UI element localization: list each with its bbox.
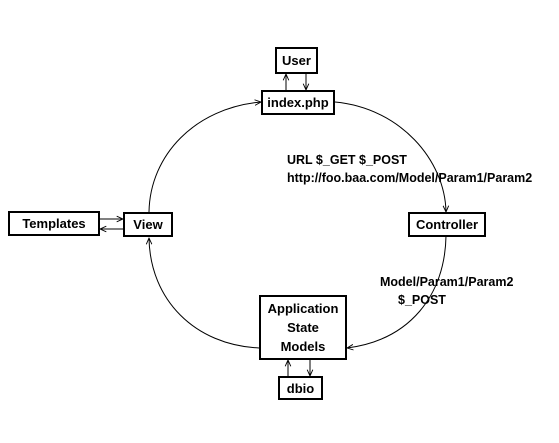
- view-node-label: View: [133, 217, 163, 232]
- application-node-line-1: Application: [267, 301, 339, 316]
- controller-node: Controller: [408, 212, 486, 237]
- edge-label-url-line-2: http://foo.baa.com/Model/Param1/Param2: [287, 171, 533, 185]
- application-node-line-3: Models: [280, 339, 326, 354]
- arc-controller-to-application: [347, 235, 447, 348]
- dbio-node: dbio: [278, 376, 323, 400]
- templates-node-label: Templates: [22, 216, 86, 231]
- application-node-line-2: State: [287, 320, 319, 335]
- user-node-label: User: [282, 53, 311, 68]
- arc-application-to-view: [149, 238, 260, 349]
- dbio-node-label: dbio: [286, 380, 315, 396]
- controller-node-label: Controller: [415, 217, 479, 232]
- templates-node: Templates: [8, 211, 100, 236]
- edge-label-model-line-1: Model/Param1/Param2: [380, 275, 514, 289]
- user-node: User: [275, 47, 318, 74]
- view-node: View: [123, 212, 173, 237]
- application-node: Application State Models: [259, 295, 347, 360]
- edge-label-url-line-1: URL $_GET $_POST: [287, 153, 407, 167]
- arc-view-to-index: [148, 102, 261, 213]
- index-php-node-label: index.php: [267, 95, 329, 110]
- edge-label-model-line-2: $_POST: [398, 293, 446, 307]
- index-php-node: index.php: [261, 90, 335, 115]
- arc-index-to-controller: [334, 101, 446, 212]
